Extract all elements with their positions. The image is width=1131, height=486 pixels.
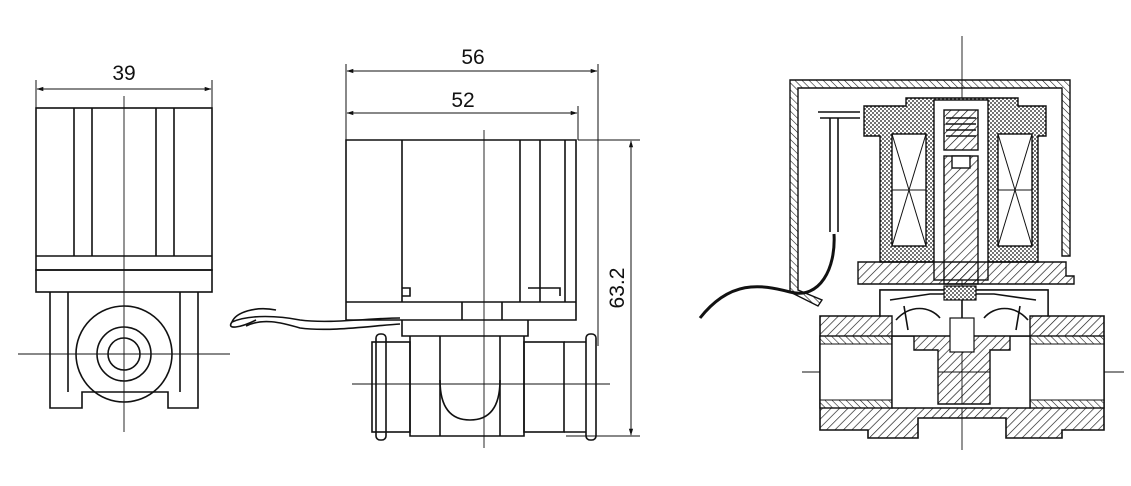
side-body-width-dimension: 52	[346, 89, 579, 140]
side-view: 56 52 63.2	[229, 46, 640, 448]
side-body-width-label: 52	[451, 89, 474, 112]
side-overall-width-dimension: 56	[345, 46, 599, 346]
cover-shell	[789, 79, 1071, 307]
side-overall-width-label: 56	[461, 46, 484, 69]
side-height-dimension: 63.2	[566, 139, 640, 437]
section-view	[698, 36, 1124, 450]
front-view: 39	[18, 62, 230, 432]
side-height-label: 63.2	[606, 268, 629, 309]
front-width-label: 39	[112, 62, 135, 85]
front-width-dimension: 39	[35, 62, 213, 108]
lead-wires	[229, 307, 401, 331]
